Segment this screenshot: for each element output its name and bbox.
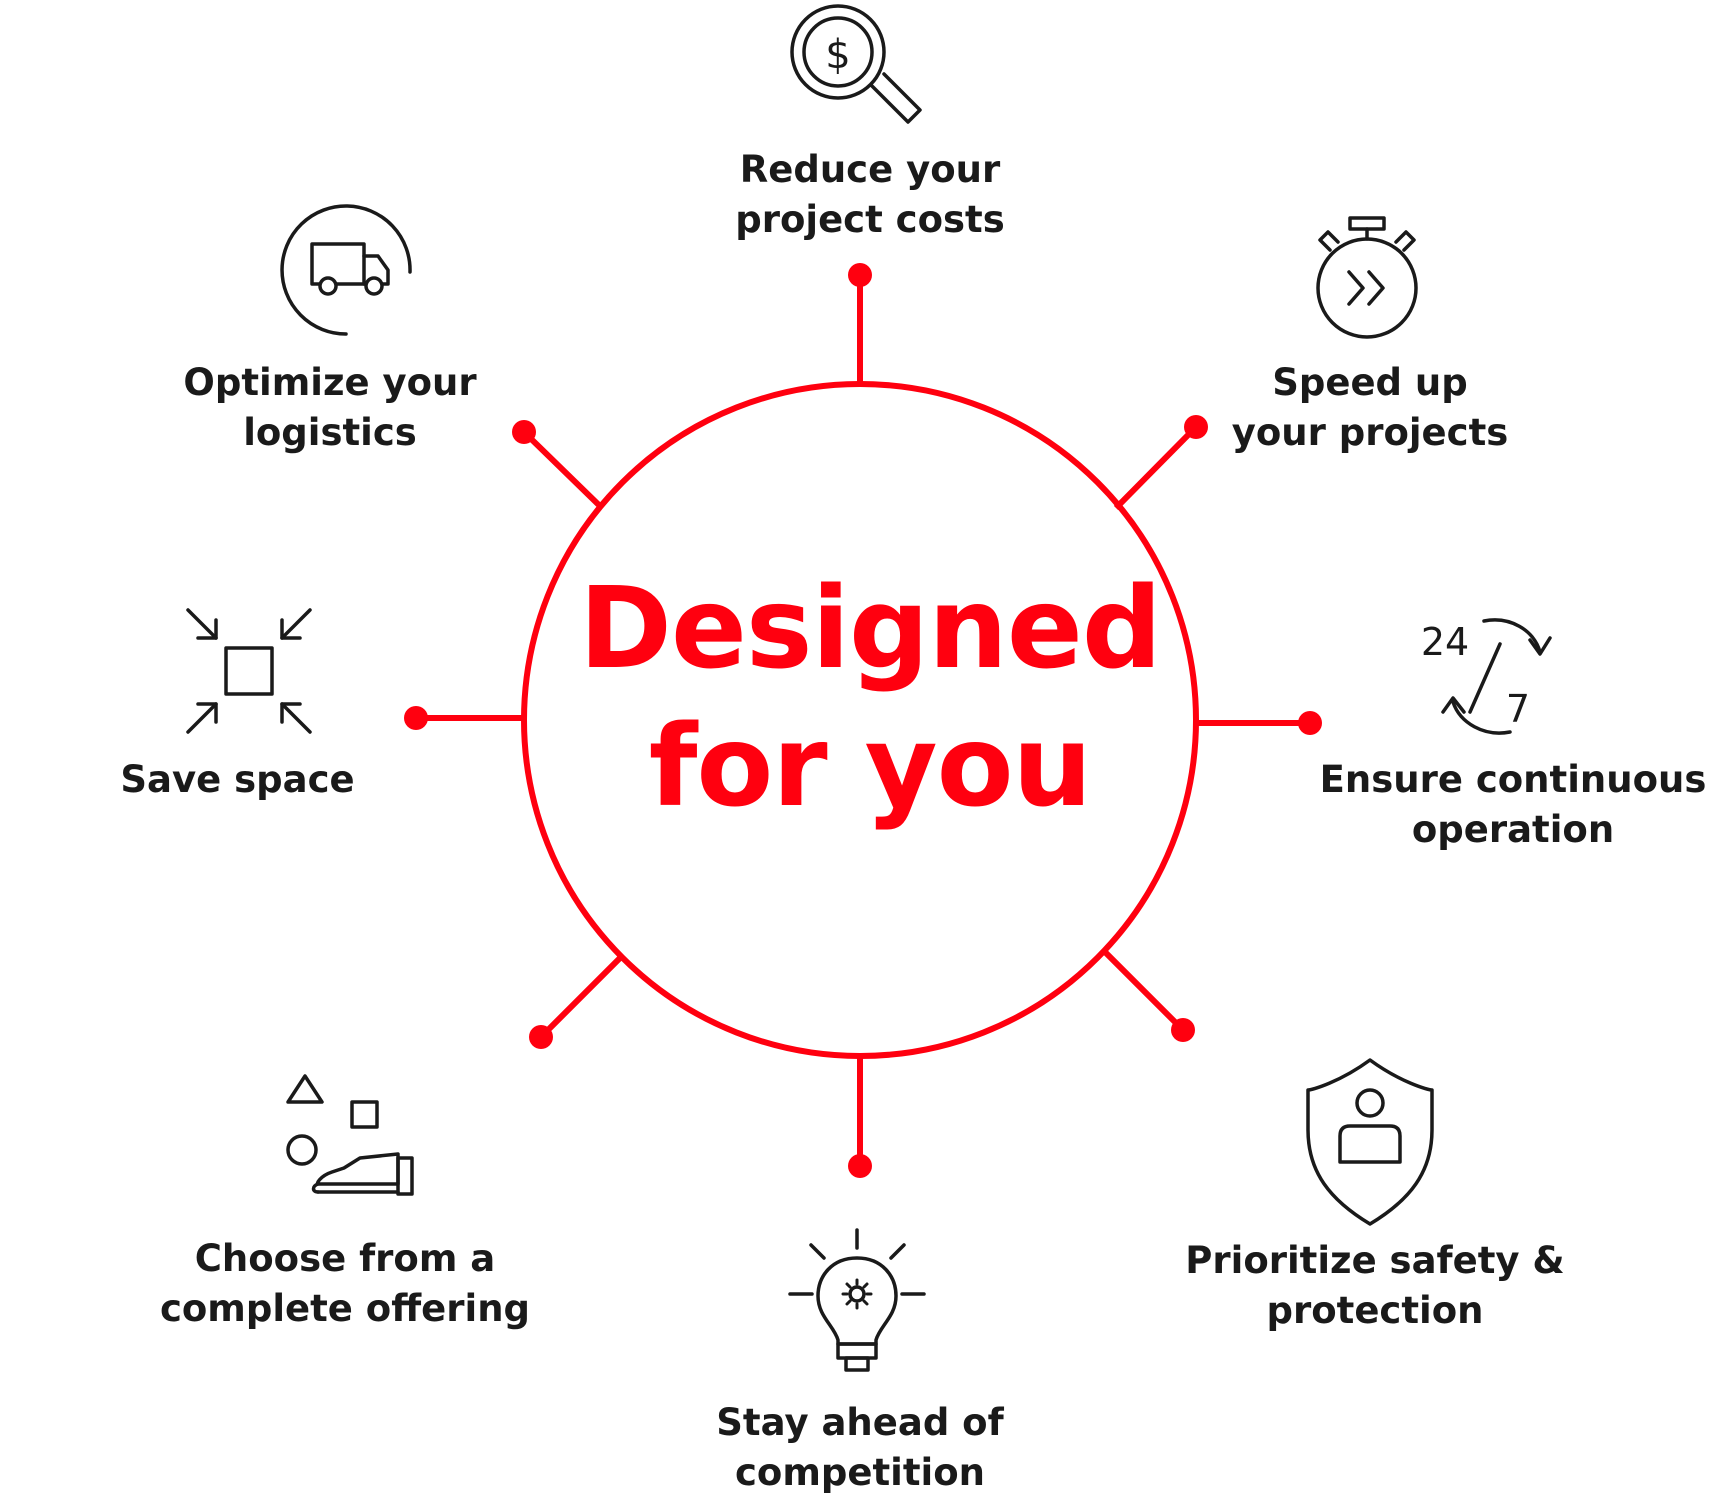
spoke-logistics	[512, 420, 605, 511]
label-reduce-costs: Reduce your project costs	[735, 148, 1005, 241]
24-7-cycle-icon: 24 7	[1421, 618, 1552, 735]
label-complete-offering: Choose from a complete offering	[159, 1237, 531, 1330]
spoke-safety	[1102, 949, 1195, 1042]
spoke-competition	[848, 1056, 872, 1178]
label-competition: Stay ahead of competition	[716, 1401, 1004, 1494]
svg-text:7: 7	[1506, 687, 1530, 731]
label-safety: Prioritize safety & protection	[1185, 1239, 1565, 1332]
spoke-reduce-costs	[848, 263, 872, 384]
stopwatch-fast-forward-icon	[1316, 216, 1418, 339]
spoke-complete-offering	[529, 955, 623, 1049]
svg-text:$: $	[825, 32, 850, 78]
shield-person-icon	[1306, 1058, 1434, 1226]
label-save-space: Save space	[120, 758, 355, 801]
hand-shapes-icon	[286, 1074, 414, 1196]
center-title-line2: for you	[648, 702, 1093, 832]
center-title: Designed for you	[560, 560, 1180, 836]
lightbulb-gear-icon	[788, 1228, 926, 1372]
dollar-magnifier-icon: $	[790, 4, 922, 124]
label-speed-up: Speed up your projects	[1231, 361, 1509, 454]
spoke-save-space	[404, 706, 524, 730]
compress-arrows-icon	[186, 608, 312, 734]
label-continuous-operation: Ensure continuous operation	[1319, 758, 1707, 851]
spoke-speed-up	[1113, 415, 1208, 511]
truck-icon	[280, 204, 412, 336]
svg-text:24: 24	[1421, 620, 1469, 664]
center-title-line1: Designed	[578, 564, 1162, 694]
spoke-continuous-operation	[1196, 711, 1322, 735]
spokes	[404, 263, 1322, 1178]
label-logistics: Optimize your logistics	[183, 361, 477, 454]
